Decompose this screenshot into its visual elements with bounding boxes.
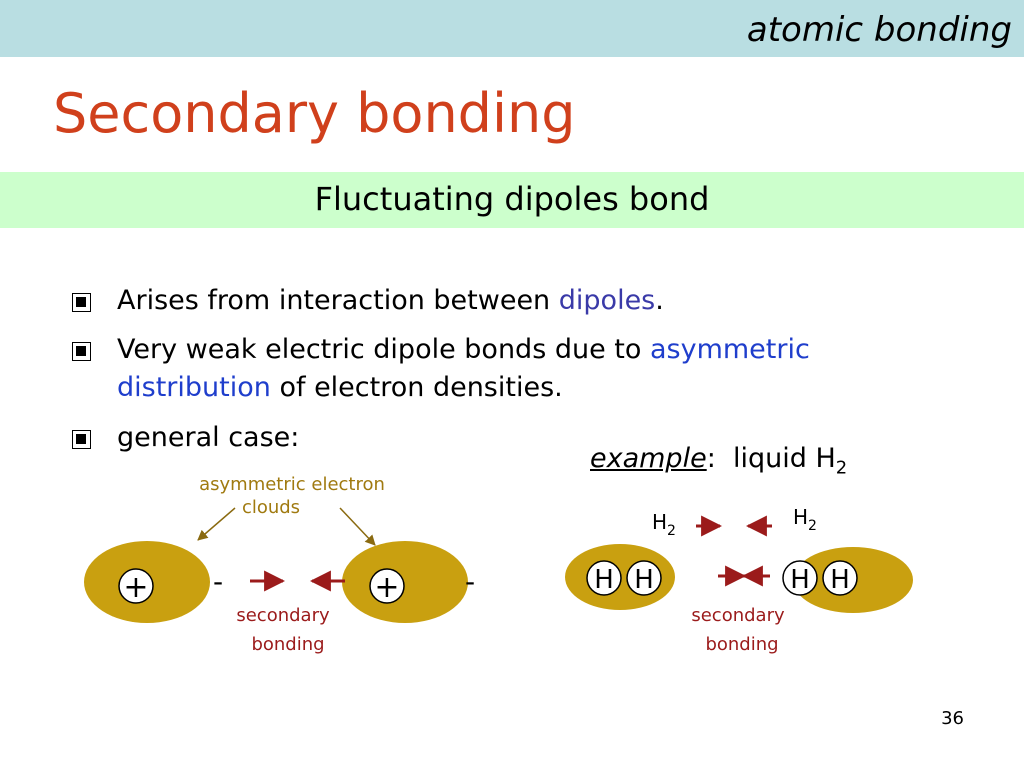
right-plus: + [374,570,399,605]
header-bar [0,0,1024,57]
h2-label-right: H2 [793,505,817,534]
h-label: H [594,565,614,595]
bullet-1-highlight: dipoles [558,285,656,316]
h-label: H [634,565,654,595]
left-plus: + [123,570,148,605]
clouds-label-line2: clouds [242,497,300,518]
right-minus: - [465,565,475,598]
bond-label-line2: bonding [251,634,324,655]
section-title: atomic bonding [746,10,1012,50]
h2-bond-label-line2: bonding [705,634,778,655]
clouds-label-line1: asymmetric electron [199,474,385,495]
h-atom [822,560,858,596]
slide-title: Secondary bonding [53,82,576,145]
square-bullet-icon [72,430,91,449]
left-plus-circle [118,568,154,604]
slide-subtitle: Fluctuating dipoles bond [314,180,710,218]
h-atom [782,560,818,596]
h2-label-left: H2 [652,510,676,539]
cloud-pointer-right [339,507,376,546]
square-bullet-icon [72,293,91,312]
bullet-text: Very weak electric dipole bonds due to a… [117,331,810,407]
h2-example-diagram: H H H H H2 H2 secondary bonding [565,505,913,655]
right-electron-cloud [342,541,468,623]
bullet-2-line2-highlight: distribution [117,372,271,403]
cloud-pointer-left [197,507,236,541]
example-sep: : [706,443,716,474]
bullet-2-line2-post: of electron densities. [270,372,563,403]
bullet-1-pre: Arises from interaction between [117,285,559,316]
h-label: H [790,565,810,595]
bullet-1-post: . [655,285,664,316]
example-text: liquid H [732,443,836,474]
bond-label-line1: secondary [236,605,330,626]
example-word: example [590,443,707,474]
example-label: example: liquid H2 [590,443,847,478]
subtitle-bar [0,172,1024,228]
bullet-text: general case: [117,422,300,453]
bullet-2-pre: Very weak electric dipole bonds due to [117,334,650,365]
general-case-diagram: + - + - asymmetric electron clouds secon… [84,474,475,655]
h2-bond-label-line1: secondary [691,605,785,626]
square-bullet-icon [72,342,91,361]
page-number: 36 [941,708,964,729]
bullet-2-highlight: asymmetric [649,334,810,365]
bullet-text: Arises from interaction between dipoles. [117,282,664,320]
h-atom [586,560,622,596]
left-minus: - [213,565,223,598]
h-atom [626,560,662,596]
example-sub: 2 [835,457,848,479]
right-plus-circle [369,568,405,604]
h-label: H [830,565,850,595]
